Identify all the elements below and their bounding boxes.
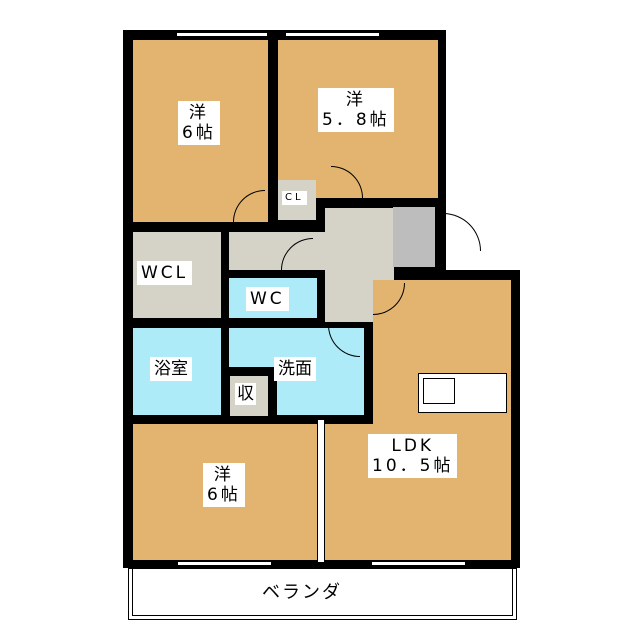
room-type: 洋 [188, 103, 209, 123]
window [285, 32, 380, 37]
label-veranda: ベランダ [262, 582, 342, 603]
room-type: LDK [391, 436, 435, 456]
room-type: 洋 [345, 90, 366, 110]
room-size: 5．8帖 [322, 110, 390, 130]
entrance-door[interactable] [443, 213, 481, 251]
entrance [393, 207, 435, 267]
room-size: 6帖 [182, 123, 216, 143]
label-toilet: WC [246, 287, 289, 311]
label-washroom: 洗面 [274, 357, 316, 381]
veranda-inner [132, 568, 513, 616]
window [371, 561, 466, 566]
room-size: 6帖 [207, 485, 241, 505]
kitchen-sink [423, 378, 455, 404]
room-size: 10．5帖 [372, 456, 454, 476]
room-type: 洋 [213, 465, 234, 485]
label-closet: CL [282, 191, 307, 205]
label-wcl: WCL [137, 261, 193, 285]
window [176, 32, 268, 37]
window [177, 561, 272, 566]
veranda [128, 568, 517, 620]
sliding-partition[interactable] [317, 420, 325, 562]
room-ldk [373, 280, 511, 560]
label-bath: 浴室 [150, 357, 192, 381]
label-storage: 収 [235, 383, 256, 405]
